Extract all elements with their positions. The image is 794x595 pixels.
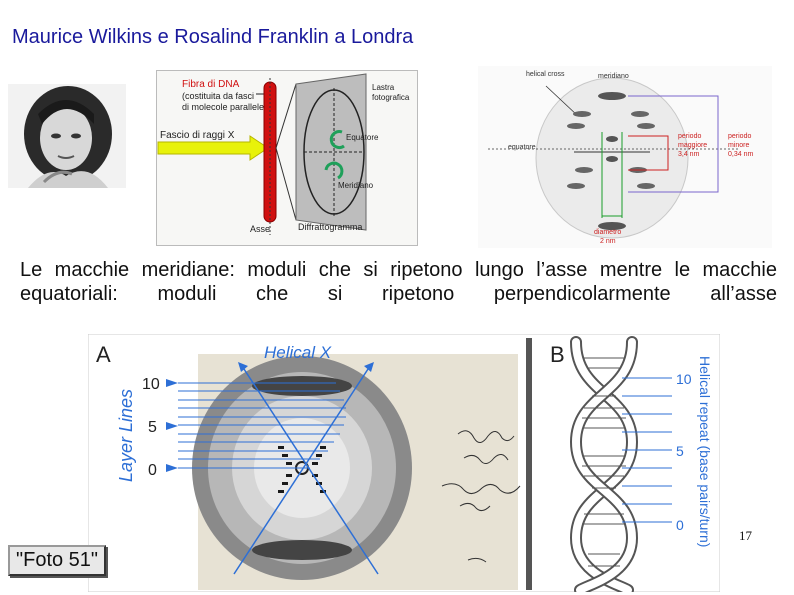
fiber-label-2: (costituita da fasci — [182, 91, 254, 101]
diameter-label-2: 2 nm — [600, 238, 616, 245]
fiber-label-3: di molecole parallele) — [182, 102, 267, 112]
major-period-1: periodo — [678, 133, 701, 140]
equator-label: Equatore — [346, 133, 379, 142]
helical-cross-label: helical cross — [526, 71, 565, 78]
axis-label: Asse — [250, 224, 270, 234]
right-tick-5: 5 — [676, 443, 684, 459]
panel-b-label: B — [550, 342, 565, 367]
slide-title: Maurice Wilkins e Rosalind Franklin a Lo… — [12, 26, 414, 48]
layer-lines-label: Layer Lines — [116, 389, 136, 482]
page-number: 17 — [739, 528, 752, 543]
diameter-label-1: diametro — [594, 229, 621, 236]
fiber-label-1: Fibra di DNA — [182, 79, 240, 90]
minor-period-3: 0,34 nm — [728, 151, 753, 158]
fiber-diffraction-diagram: Fibra di DNA (costituita da fasci di mol… — [156, 70, 418, 246]
photo51-figure: A Helical X Layer Lines 10 5 0 B 10 5 — [88, 334, 720, 592]
diffraction-label: Diffrattogramma — [298, 222, 362, 232]
major-period-3: 3,4 nm — [678, 151, 700, 158]
left-tick-5: 5 — [148, 419, 157, 436]
panel-a-label: A — [96, 342, 111, 367]
minor-period-2: minore — [728, 142, 750, 149]
meridian-label-right: meridiano — [598, 73, 629, 80]
plate-label-1: Lastra — [372, 83, 395, 92]
helical-x-label: Helical X — [264, 343, 332, 362]
beam-label: Fascio di raggi X — [160, 130, 235, 141]
left-tick-10: 10 — [142, 376, 160, 393]
equator-label-right: equatore — [508, 144, 536, 151]
minor-period-1: periodo — [728, 133, 751, 140]
major-period-2: maggiore — [678, 142, 707, 149]
plate-label-2: fotografica — [372, 93, 410, 102]
slide-caption: Le macchie meridiane: moduli che si ripe… — [20, 259, 777, 305]
portrait-photo — [8, 84, 126, 188]
meridian-label: Meridiano — [338, 181, 374, 190]
helical-repeat-label: Helical repeat (base pairs/turn) — [697, 356, 713, 547]
left-tick-0: 0 — [148, 462, 157, 479]
diffraction-pattern-schematic: helical cross meridiano equatore diametr… — [478, 66, 772, 248]
right-tick-0: 0 — [676, 517, 684, 533]
photo-label: "Foto 51" — [8, 545, 107, 576]
right-tick-10: 10 — [676, 371, 692, 387]
